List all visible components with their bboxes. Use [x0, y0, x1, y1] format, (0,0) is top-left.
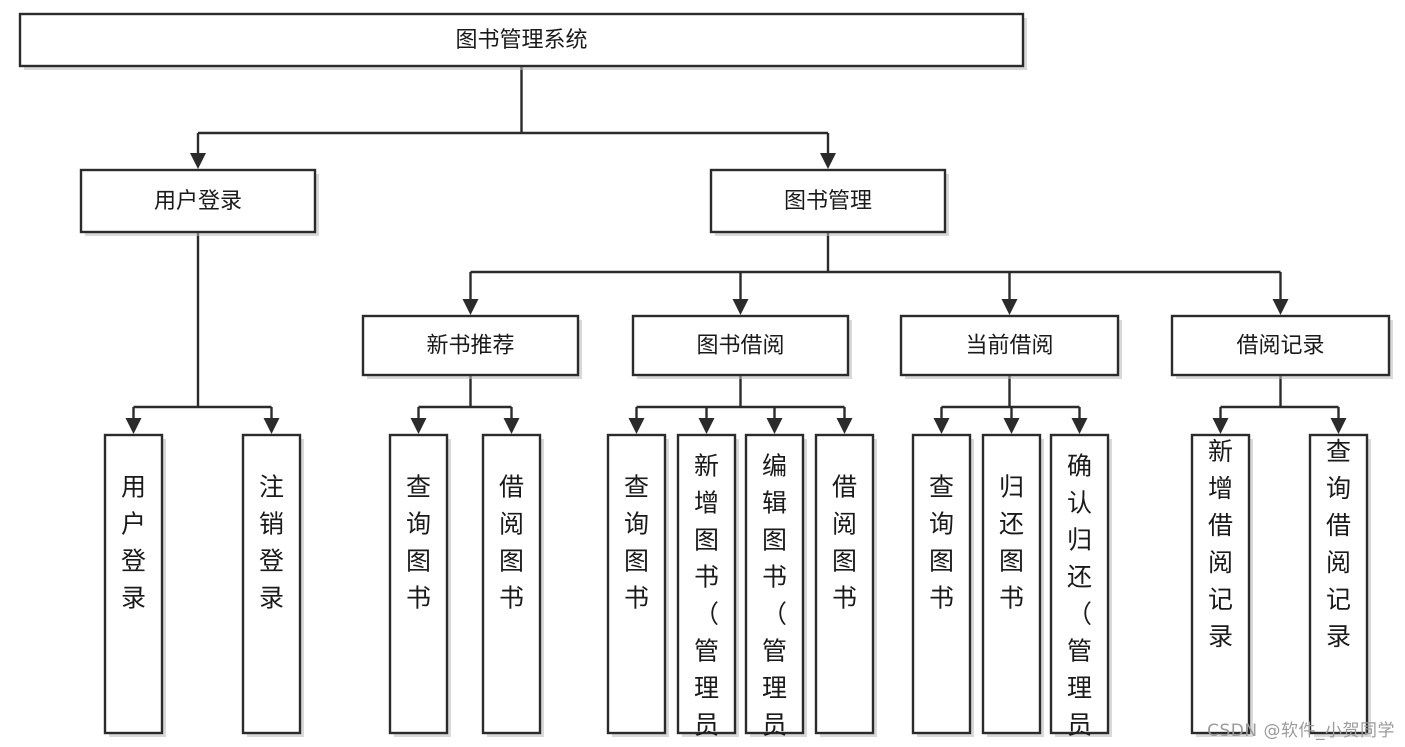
node-label: 注销登录	[259, 473, 284, 613]
arrow-head-icon	[1212, 418, 1229, 434]
connector-group-book-manage	[462, 232, 1289, 315]
node-label: 图书管理系统	[455, 28, 587, 53]
node-rect[interactable]	[388, 433, 449, 735]
node-book-borrow[interactable]: 图书借阅	[631, 314, 852, 379]
connector-group-user-login	[125, 232, 280, 434]
node-leaf-borrow-book-2[interactable]: 借阅图书	[814, 433, 877, 737]
arrow-head-icon	[698, 418, 715, 434]
node-rect[interactable]	[1170, 314, 1391, 377]
node-leaf-edit-book-admin[interactable]: 编辑图书（管理员）	[744, 433, 807, 747]
node-label: 查询图书	[406, 473, 431, 613]
node-label: 图书借阅	[696, 334, 784, 359]
connector-group-current-borrow	[933, 375, 1088, 434]
arrow-head-icon	[820, 153, 836, 169]
node-leaf-add-borrow-record[interactable]: 新增借阅记录	[1190, 433, 1253, 737]
arrow-head-icon	[1071, 418, 1088, 434]
node-label: 用户登录	[121, 473, 146, 613]
node-leaf-confirm-return-admin[interactable]: 确认归还（管理员）	[1049, 433, 1112, 747]
node-user-login[interactable]: 用户登录	[79, 168, 319, 236]
node-rect[interactable]	[103, 433, 164, 735]
connector-group-book-borrow	[628, 375, 853, 434]
node-leaf-borrow-book-1[interactable]: 借阅图书	[481, 433, 544, 737]
arrow-head-icon	[503, 418, 520, 434]
connector-group-borrow-record	[1212, 375, 1347, 434]
node-rect[interactable]	[606, 433, 667, 735]
node-layer: 图书管理系统用户登录图书管理新书推荐图书借阅当前借阅借阅记录用户登录注销登录查询…	[18, 12, 1393, 747]
node-label: 编辑图书（管理员）	[762, 452, 787, 747]
node-leaf-add-book-admin[interactable]: 新增图书（管理员）	[676, 433, 739, 747]
node-rect[interactable]	[1049, 433, 1110, 735]
node-rect[interactable]	[911, 433, 972, 735]
arrow-head-icon	[732, 299, 749, 315]
node-leaf-query-book-1[interactable]: 查询图书	[388, 433, 451, 737]
arrow-head-icon	[1330, 418, 1347, 434]
connector-layer	[125, 66, 1347, 434]
node-label: 借阅图书	[832, 473, 857, 613]
arrow-head-icon	[410, 418, 427, 434]
node-rect[interactable]	[744, 433, 805, 735]
node-rect[interactable]	[241, 433, 302, 735]
node-rect[interactable]	[709, 168, 947, 234]
arrow-head-icon	[628, 418, 645, 434]
arrow-head-icon	[933, 418, 950, 434]
node-borrow-record[interactable]: 借阅记录	[1170, 314, 1393, 379]
arrow-head-icon	[125, 418, 142, 434]
node-rect[interactable]	[631, 314, 850, 377]
arrow-head-icon	[1272, 299, 1289, 315]
node-label: 归还图书	[999, 473, 1024, 613]
node-leaf-user-logout[interactable]: 注销登录	[241, 433, 304, 737]
node-label: 查询图书	[624, 473, 649, 613]
node-rect[interactable]	[814, 433, 875, 735]
node-label: 新增图书（管理员）	[694, 452, 719, 747]
node-label: 当前借阅	[965, 334, 1053, 359]
node-rect[interactable]	[1190, 433, 1251, 735]
node-rect[interactable]	[899, 314, 1120, 377]
watermark-text: CSDN @软件_小贺同学	[1207, 721, 1395, 741]
connector-group-new-book-rec	[410, 375, 520, 434]
node-leaf-user-login[interactable]: 用户登录	[103, 433, 166, 737]
node-rect[interactable]	[18, 12, 1025, 68]
node-book-manage[interactable]: 图书管理	[709, 168, 949, 236]
node-rect[interactable]	[79, 168, 317, 234]
node-new-book-rec[interactable]: 新书推荐	[361, 314, 582, 379]
connector-group-root	[190, 66, 836, 169]
node-leaf-query-book-2[interactable]: 查询图书	[606, 433, 669, 737]
arrow-head-icon	[836, 418, 853, 434]
arrow-head-icon	[1001, 299, 1018, 315]
arrow-head-icon	[190, 153, 206, 169]
node-current-borrow[interactable]: 当前借阅	[899, 314, 1122, 379]
node-root[interactable]: 图书管理系统	[18, 12, 1027, 70]
node-label: 图书管理	[784, 189, 872, 214]
node-rect[interactable]	[676, 433, 737, 735]
arrow-head-icon	[462, 299, 479, 315]
arrow-head-icon	[766, 418, 783, 434]
node-leaf-query-book-3[interactable]: 查询图书	[911, 433, 974, 737]
node-label: 新书推荐	[426, 334, 514, 359]
node-label: 查询图书	[929, 473, 954, 613]
node-label: 新增借阅记录	[1208, 437, 1233, 651]
node-label: 查询借阅记录	[1326, 437, 1351, 651]
node-rect[interactable]	[481, 433, 542, 735]
node-leaf-query-borrow-record[interactable]: 查询借阅记录	[1308, 433, 1371, 737]
node-label: 用户登录	[154, 189, 242, 214]
node-label: 确认归还（管理员）	[1067, 452, 1092, 747]
node-leaf-return-book[interactable]: 归还图书	[981, 433, 1044, 737]
arrow-head-icon	[263, 418, 280, 434]
node-label: 借阅图书	[499, 473, 524, 613]
node-rect[interactable]	[361, 314, 580, 377]
arrow-head-icon	[1003, 418, 1020, 434]
node-rect[interactable]	[981, 433, 1042, 735]
node-rect[interactable]	[1308, 433, 1369, 735]
node-label: 借阅记录	[1236, 334, 1324, 359]
